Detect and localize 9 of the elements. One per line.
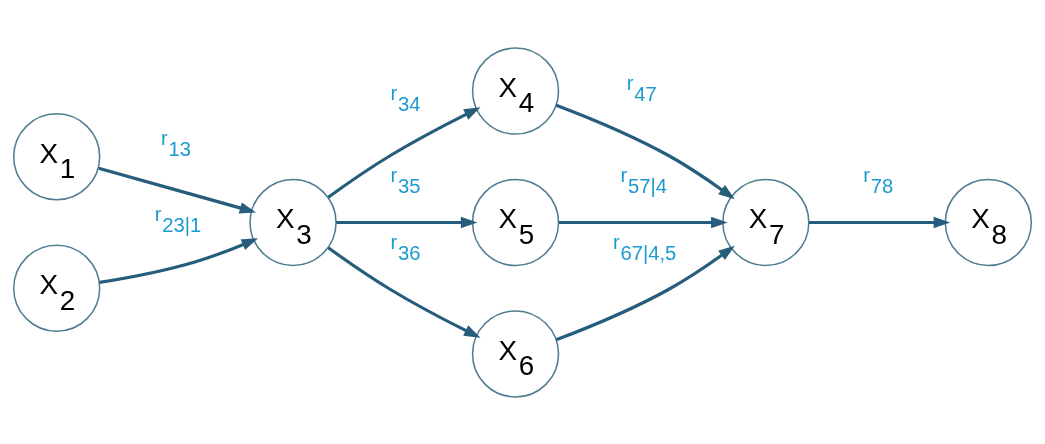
arrow: [555, 103, 735, 199]
arrow: [327, 106, 481, 198]
arrow: [558, 216, 728, 228]
arrow: [809, 216, 951, 228]
arrow: [327, 246, 481, 338]
arrow: [555, 245, 735, 341]
arrow: [336, 216, 478, 228]
arrow: [99, 237, 259, 284]
arrow: [98, 166, 257, 214]
